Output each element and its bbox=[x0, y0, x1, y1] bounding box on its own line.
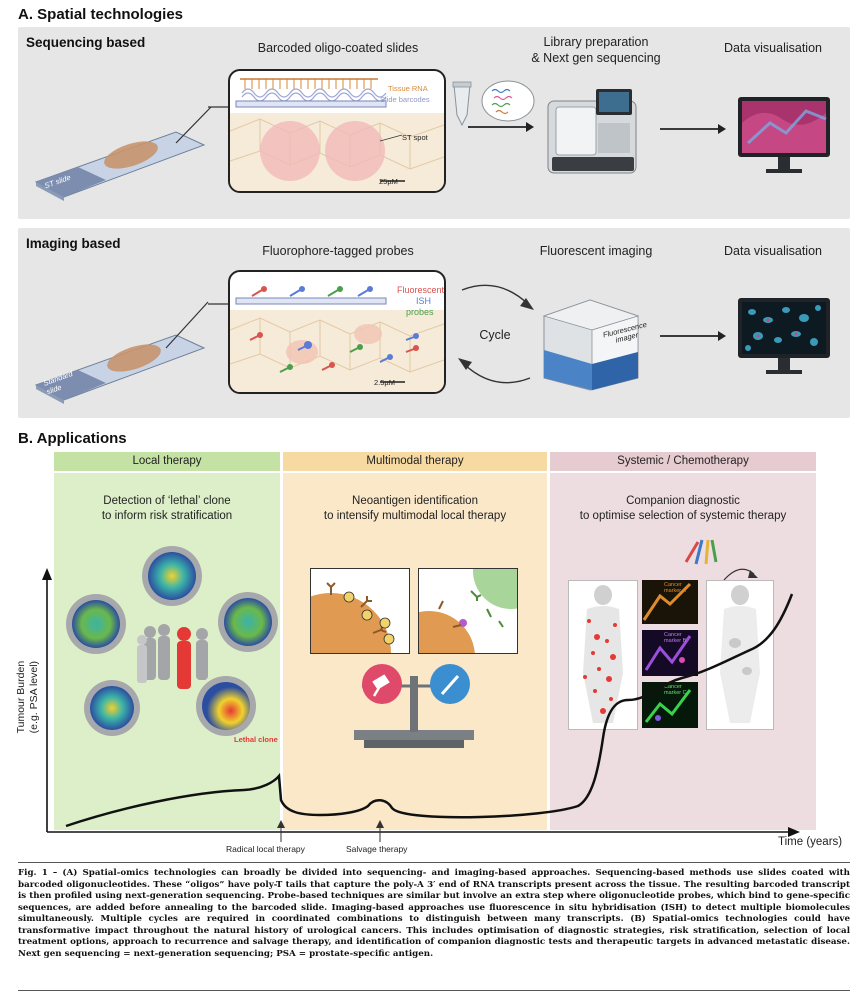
marker-a-panel: Cancer marker A bbox=[642, 580, 698, 624]
st-slide-graphic bbox=[34, 106, 212, 201]
lethal-clone-label: Lethal clone bbox=[234, 735, 278, 744]
section-a-title: A. Spatial technologies bbox=[18, 6, 184, 23]
pet-scan-after-drawing bbox=[720, 585, 760, 723]
zone2-line2: to intensify multimodal local therapy bbox=[323, 509, 507, 522]
treatment-balance-icon bbox=[354, 664, 474, 748]
cycle-label: Cycle bbox=[479, 328, 511, 342]
marker-c-panel: Cancer marker C bbox=[642, 682, 698, 728]
library-prep-line2: & Next gen sequencing bbox=[531, 50, 661, 65]
img-data-vis-label: Data visualisation bbox=[724, 244, 822, 258]
marker-a-label: Cancer marker A bbox=[664, 582, 687, 594]
marker-b-label: Cancer marker B bbox=[664, 632, 687, 644]
fluorophore-probes-label: Fluorophore-tagged probes bbox=[262, 244, 414, 258]
radical-therapy-label: Radical local therapy bbox=[226, 844, 305, 854]
neoantigen-box-1 bbox=[310, 568, 410, 654]
neoantigen-drawing-1 bbox=[311, 582, 395, 653]
legend-slide-barcodes: Slide barcodes bbox=[380, 95, 430, 104]
legend-fluorescent: Fluorescent bbox=[397, 285, 445, 295]
standard-slide-graphic bbox=[34, 301, 209, 404]
seq-data-monitor-icon bbox=[738, 97, 830, 173]
marker-c-drawing bbox=[644, 689, 692, 723]
pet-scan-before bbox=[568, 580, 638, 730]
st-spot-label: ST spot bbox=[402, 133, 428, 142]
zone3-line2: to optimise selection of systemic therap… bbox=[579, 509, 787, 522]
legend-tissue-rna: Tissue RNA bbox=[388, 84, 428, 93]
legend-ish: ISH bbox=[416, 296, 432, 306]
sequencing-label: Sequencing based bbox=[26, 35, 146, 50]
figure-caption: Fig. 1 – (A) Spatial-omics technologies … bbox=[18, 868, 850, 959]
seq-data-vis-label: Data visualisation bbox=[724, 41, 822, 55]
caption-rule bbox=[18, 862, 850, 863]
y-axis-arrowhead bbox=[42, 568, 52, 580]
marker-b-drawing bbox=[644, 635, 692, 671]
zone1-line1: Detection of ‘lethal’ clone bbox=[103, 495, 231, 507]
neoantigen-box-2 bbox=[418, 568, 518, 654]
img-scale-label: 2.5µM bbox=[374, 378, 395, 387]
x-axis-arrowhead bbox=[788, 827, 800, 837]
marker-a-drawing bbox=[642, 582, 692, 621]
barcoded-slides-label: Barcoded oligo-coated slides bbox=[257, 41, 419, 55]
sequencing-panel: Sequencing based Barcoded oligo-coated s… bbox=[18, 27, 850, 219]
syringes-icon bbox=[684, 539, 718, 565]
band-head-local: Local therapy bbox=[54, 452, 280, 471]
legend-probes: probes bbox=[406, 307, 434, 317]
y-axis-label-line1: Tumour Burden bbox=[14, 660, 27, 734]
y-axis-label: Tumour Burden (e.g. PSA level) bbox=[15, 617, 41, 777]
salvage-therapy-label: Salvage therapy bbox=[346, 844, 408, 854]
barcode-inset-drawing bbox=[230, 78, 444, 191]
zone2-text: Neoantigen identification to intensify m… bbox=[283, 494, 547, 524]
marker-c-label: Cancer marker C bbox=[664, 684, 687, 696]
cycle-arrows-icon bbox=[458, 284, 534, 384]
library-prep-line1: Library preparation bbox=[543, 35, 649, 49]
zone1-text: Detection of ‘lethal’ clone to inform ri… bbox=[54, 494, 280, 524]
probe-slide-inset bbox=[228, 270, 446, 394]
fluorescent-imaging-label: Fluorescent imaging bbox=[539, 244, 653, 258]
y-axis-label-line2: (e.g. PSA level) bbox=[28, 660, 40, 734]
band-head-multimodal: Multimodal therapy bbox=[283, 452, 547, 471]
zone1-line2: to inform risk stratification bbox=[101, 509, 233, 522]
x-axis-label: Time (years) bbox=[778, 836, 843, 848]
barcoded-slide-inset bbox=[228, 69, 446, 193]
img-arrow bbox=[660, 331, 726, 341]
section-b-title: B. Applications bbox=[18, 430, 127, 447]
marker-b-panel: Cancer marker B bbox=[642, 630, 698, 676]
seq-arrow-1 bbox=[468, 122, 534, 132]
sequencer-machine-icon bbox=[547, 89, 637, 174]
neoantigen-drawing-2 bbox=[419, 569, 517, 653]
imaging-label: Imaging based bbox=[26, 236, 121, 251]
clone-clusters-illustration bbox=[66, 546, 278, 736]
tumour-burden-chart bbox=[42, 568, 800, 842]
imaging-panel: Imaging based Fluorophore-tagged probes … bbox=[18, 228, 850, 418]
seq-arrow-2 bbox=[660, 124, 726, 134]
zone3-text: Companion diagnostic to optimise selecti… bbox=[550, 494, 816, 524]
arrow-to-improved-scan bbox=[723, 568, 758, 581]
seq-scale-label: 25µM bbox=[379, 177, 398, 186]
library-prep-label: Library preparation & Next gen sequencin… bbox=[496, 35, 696, 66]
tumour-burden-curve bbox=[65, 593, 794, 828]
zone2-line1: Neoantigen identification bbox=[352, 495, 478, 507]
fluorescence-imager-icon bbox=[542, 299, 640, 391]
caption-rule-bottom bbox=[18, 990, 850, 991]
zone3-line1: Companion diagnostic bbox=[626, 495, 740, 507]
img-data-monitor-icon bbox=[738, 298, 830, 374]
sequencing-tube-icon bbox=[452, 80, 535, 127]
probe-inset-drawing bbox=[230, 286, 444, 392]
band-divider bbox=[54, 471, 816, 473]
band-head-systemic: Systemic / Chemotherapy bbox=[550, 452, 816, 471]
pet-scan-before-drawing bbox=[583, 585, 623, 723]
